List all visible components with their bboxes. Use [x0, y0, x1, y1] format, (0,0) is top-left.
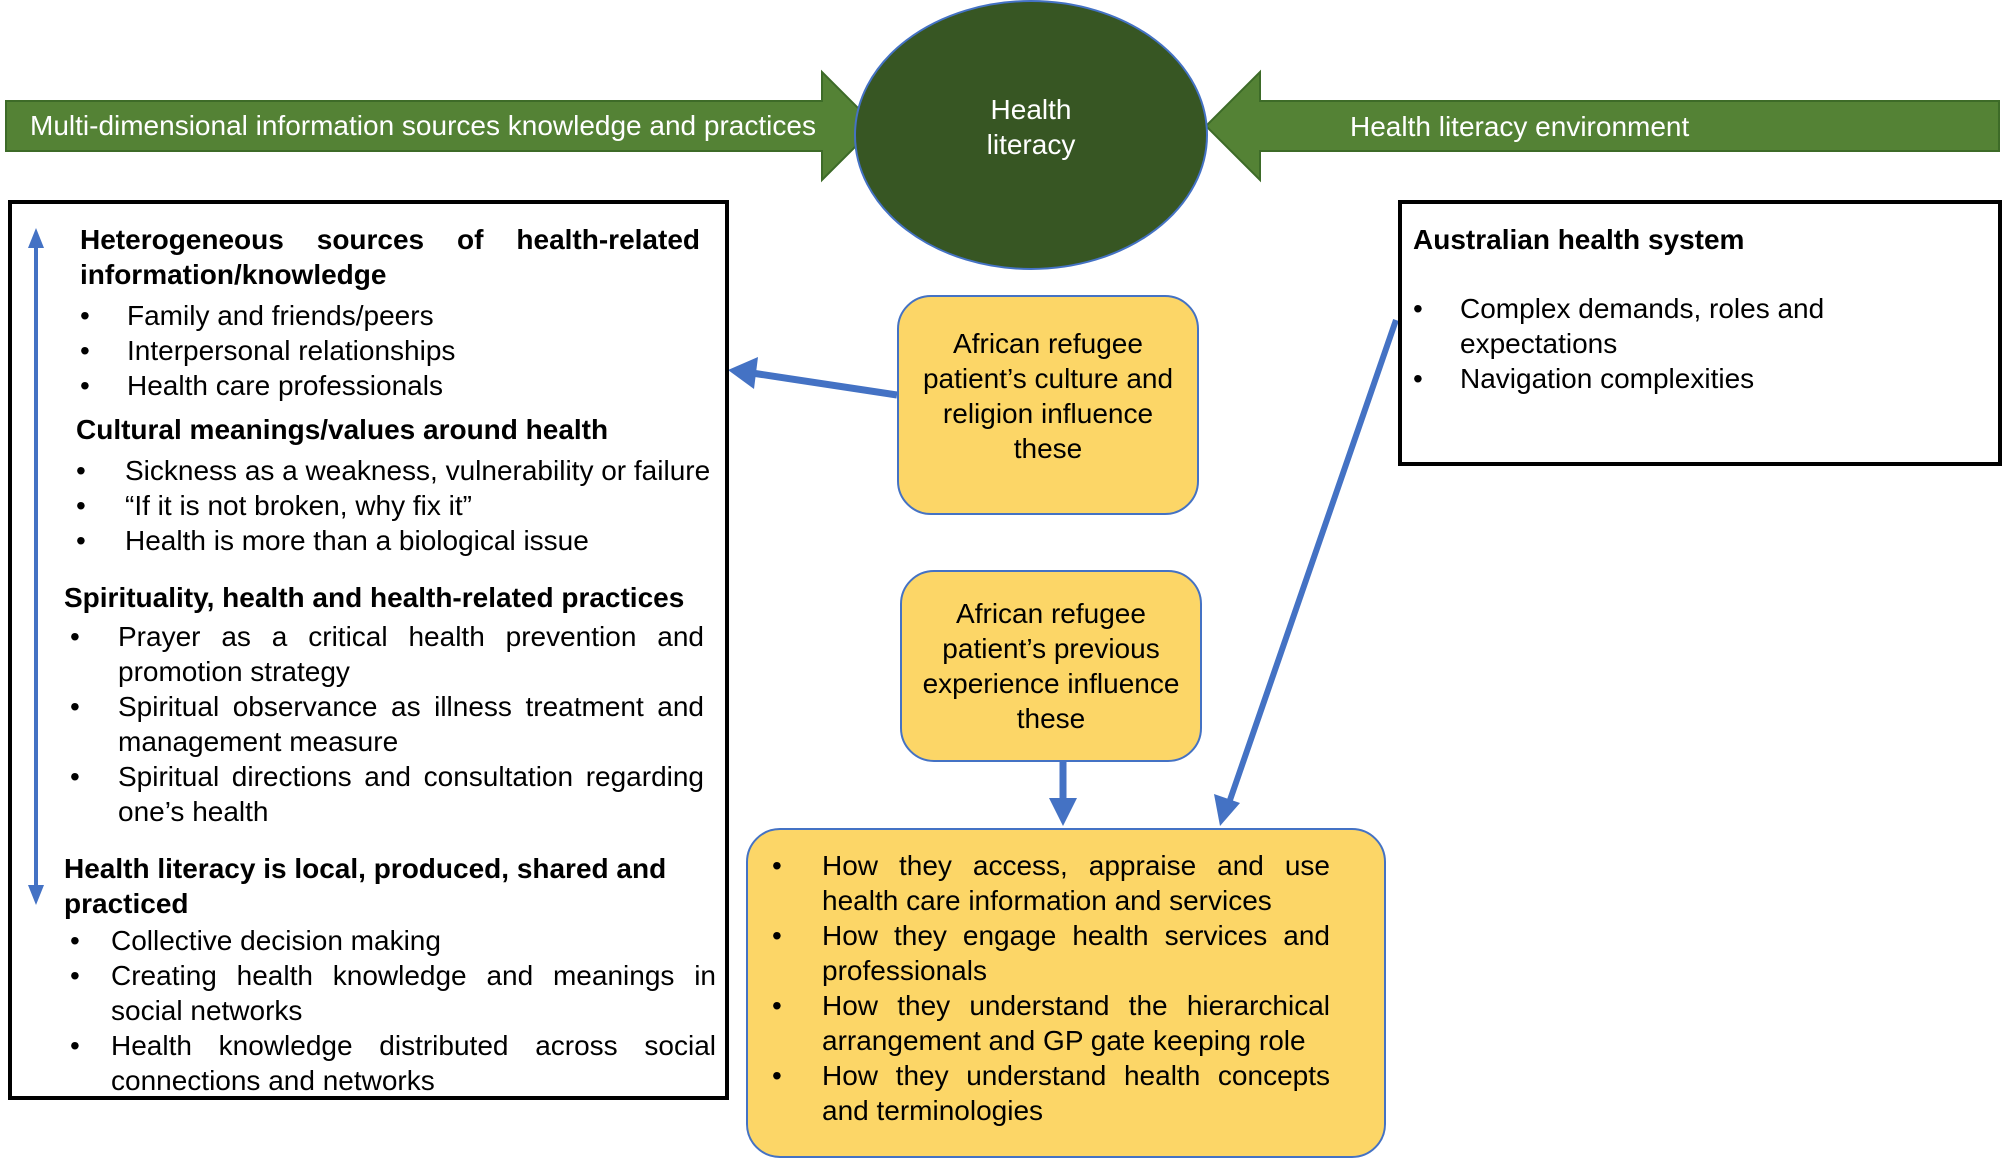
left-green-arrow [5, 69, 878, 183]
culture-religion-text: African refugee patient’s culture and re… [922, 328, 1174, 464]
list-item: •How they engage health services and pro… [772, 920, 1330, 986]
list-item: •Family and friends/peers [80, 300, 434, 331]
previous-experience-box [900, 570, 1202, 762]
multi-dimensional-label: Multi-dimensional information sources kn… [30, 110, 816, 141]
how-they-content: •How they access, appraise and use healt… [772, 848, 1330, 1128]
section-local: Health literacy is local, produced, shar… [64, 851, 716, 1098]
culture-to-left-arrow [751, 369, 898, 399]
how-they-box [746, 828, 1386, 1158]
list-item: •Spiritual directions and consultation r… [70, 761, 704, 827]
list-item: •Health is more than a biological issue [76, 525, 589, 556]
right-green-arrow [1204, 69, 2000, 183]
list-item: •Sickness as a weakness, vulnerability o… [76, 455, 711, 486]
list-item: •Creating health knowledge and meanings … [70, 960, 716, 1026]
left-info-box [8, 200, 729, 1100]
list-item: •How they understand health concepts and… [772, 1060, 1330, 1126]
system-heading: Australian health system [1413, 224, 1745, 255]
section-heading: Health literacy is local, produced, shar… [64, 853, 667, 919]
environment-label: Health literacy environment [1350, 111, 1690, 142]
list-item: •Spiritual observance as illness treatme… [70, 691, 704, 757]
health-literacy-label: Health literacy [986, 94, 1076, 160]
section-spirituality: Spirituality, health and health-related … [64, 580, 704, 829]
list-item: •Health knowledge distributed across soc… [70, 1030, 716, 1096]
section-sources: Heterogeneous sources of health-related … [80, 222, 700, 403]
section-cultural: Cultural meanings/values around health •… [76, 412, 736, 558]
culture-religion-box [897, 295, 1199, 515]
list-item: •“If it is not broken, why fix it” [76, 490, 472, 521]
australian-system-content: Australian health system •Complex demand… [1413, 222, 1973, 396]
list-item: •Navigation complexities [1413, 363, 1755, 394]
list-item: •Collective decision making [70, 925, 441, 956]
list-item: •Interpersonal relationships [80, 335, 456, 366]
system-down-arrow [1227, 319, 1399, 801]
list-item: •Prayer as a critical health prevention … [70, 621, 704, 687]
list-item: •Complex demands, roles and expectations [1413, 293, 1825, 359]
section-heading: Cultural meanings/values around health [76, 414, 609, 445]
health-literacy-ellipse [854, 0, 1208, 270]
section-heading: Heterogeneous sources of health-related … [80, 224, 700, 290]
list-item: •How they access, appraise and use healt… [772, 850, 1330, 916]
list-item: •How they understand the hierarchical ar… [772, 990, 1330, 1056]
list-item: •Health care professionals [80, 370, 443, 401]
section-heading: Spirituality, health and health-related … [64, 582, 685, 613]
previous-experience-text: African refugee patient’s previous exper… [922, 598, 1180, 734]
australian-system-box [1398, 200, 2002, 466]
